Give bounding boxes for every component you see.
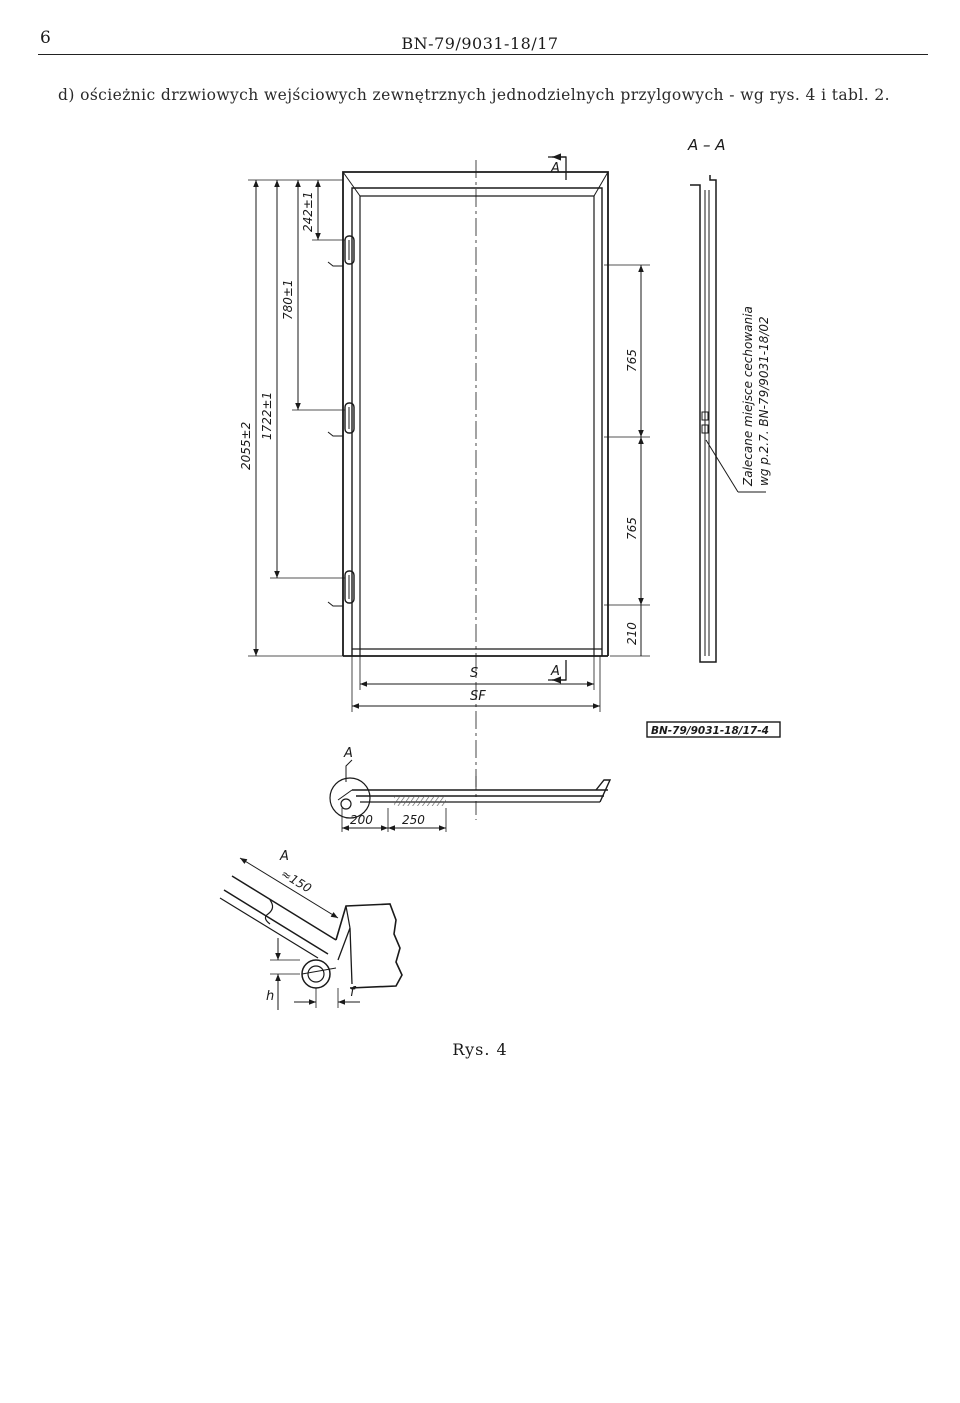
page-number: 6 <box>40 28 51 48</box>
recommended-marking-line1: Zalecane miejsce cechowania <box>741 306 755 487</box>
recommended-marking-line2: wg p.2.7. BN-79/9031-18/02 <box>757 316 771 486</box>
header-rule <box>38 54 928 55</box>
dim-h: h <box>266 989 274 1004</box>
figure-caption: Rys. 4 <box>452 1040 508 1059</box>
dim-250: 250 <box>402 813 425 827</box>
detail-label: A <box>279 849 289 864</box>
door-frame <box>342 160 609 790</box>
section-mark-bottom: A <box>548 660 567 684</box>
figure-code-label: BN-79/9031-18/17-4 <box>651 725 769 737</box>
dim-sf: SF <box>470 689 486 704</box>
hinge-bottom <box>327 570 355 607</box>
figure-code: BN-79/9031-18/17-4 <box>646 721 781 738</box>
dim-top-hinge: 242±1 <box>301 191 315 232</box>
hinge-middle <box>327 402 355 437</box>
dim-right-lower: 765 <box>625 517 639 540</box>
dim-right-bottom: 210 <box>625 622 639 645</box>
dim-f: f <box>350 985 357 1000</box>
hinge-top <box>327 235 355 267</box>
section-mark-top-label: A <box>550 161 560 176</box>
plan-view: A 200 250 <box>329 746 612 832</box>
detail-a: A ≈150 h f <box>219 849 403 1010</box>
dim-middle-hinge: 780±1 <box>281 279 295 320</box>
document-id: BN-79/9031-18/17 <box>401 34 559 53</box>
intro-text: d) ościeżnic drzwiowych wejściowych zewn… <box>58 86 890 104</box>
dim-s: S <box>470 666 478 681</box>
dimensions-left: 2055±2 1722±1 780±1 242±1 <box>239 179 345 657</box>
section-a-a: A – A Zalecane miejsce cechowania wg p.2… <box>687 136 771 663</box>
dim-approx-150: ≈150 <box>278 867 314 896</box>
dim-200: 200 <box>350 813 373 827</box>
dimensions-right: 765 765 210 <box>604 264 650 657</box>
section-mark-top: A <box>548 153 567 180</box>
dim-hinge-span: 1722±1 <box>260 392 274 440</box>
dimensions-bottom: S SF <box>351 656 601 712</box>
dim-right-upper: 765 <box>625 349 639 372</box>
section-title: A – A <box>687 136 726 154</box>
section-mark-bottom-label: A <box>550 664 560 679</box>
dim-total-height: 2055±2 <box>239 422 253 470</box>
plan-detail-label: A <box>343 746 353 761</box>
